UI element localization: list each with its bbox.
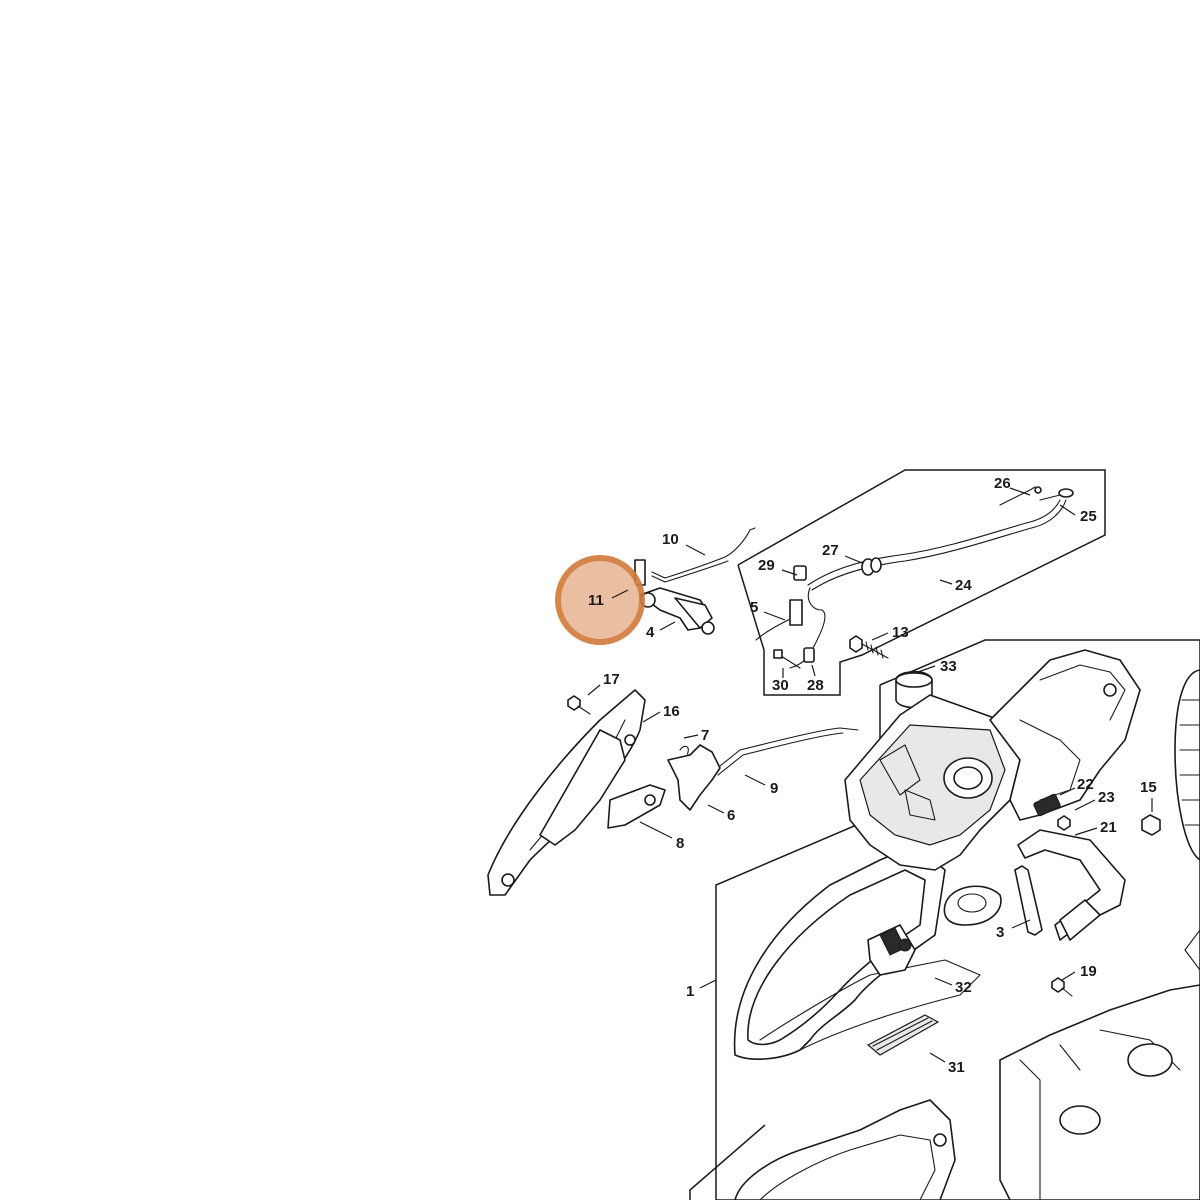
clip-28 [803,647,815,663]
clip-29 [793,565,807,581]
engine-partial [999,669,1200,1200]
label-19: 19 [1080,963,1097,980]
label-5: 5 [750,599,758,616]
label-16: 16 [663,703,680,720]
lockout-lever-8 [607,784,666,829]
leader-lines [587,487,1153,1063]
housing-partial-bottom [689,1099,956,1200]
label-9: 9 [770,780,778,797]
label-15: 15 [1140,779,1157,796]
label-30: 30 [772,677,789,694]
cap-33 [895,670,933,709]
throttle-shaft-4 [634,559,715,635]
label-25: 25 [1080,508,1097,525]
label-6: 6 [727,807,735,824]
rod-10 [651,527,756,583]
label-33: 33 [940,658,957,675]
label-11: 11 [588,592,604,609]
label-17: 17 [603,671,620,688]
handle-molding-16 [487,689,646,896]
label-7: 7 [701,727,709,744]
screw-19 [1051,977,1073,997]
screw-15 [1141,814,1161,836]
label-23: 23 [1098,789,1115,806]
throttle-trigger-6 [667,744,721,811]
label-8: 8 [676,835,684,852]
rod-9 [714,727,859,776]
label-28: 28 [807,677,824,694]
housing-group-frame [715,639,1200,1200]
label-21: 21 [1100,819,1117,836]
label-32: 32 [955,979,972,996]
label-24: 24 [955,577,972,594]
label-4: 4 [646,624,655,641]
label-22: 22 [1077,776,1094,793]
rear-handle-housing-1 [733,649,1141,1060]
label-10: 10 [662,531,679,548]
highlight-marker[interactable] [555,555,645,645]
label-27: 27 [822,542,839,559]
screw-17 [567,695,591,715]
label-31: 31 [948,1059,965,1076]
screw-13 [849,635,889,659]
label-29: 29 [758,557,775,574]
contact-5 [755,599,803,641]
label-3: 3 [996,924,1004,941]
cable-group-frame [737,469,1106,696]
label-1: 1 [686,983,694,1000]
part-labels: 26 25 10 27 29 24 11 5 4 13 30 28 33 17 … [588,475,1157,1076]
label-26: 26 [994,475,1011,492]
terminal-30 [773,649,801,669]
ignition-cable-24 [789,486,1074,669]
label-13: 13 [892,624,909,641]
